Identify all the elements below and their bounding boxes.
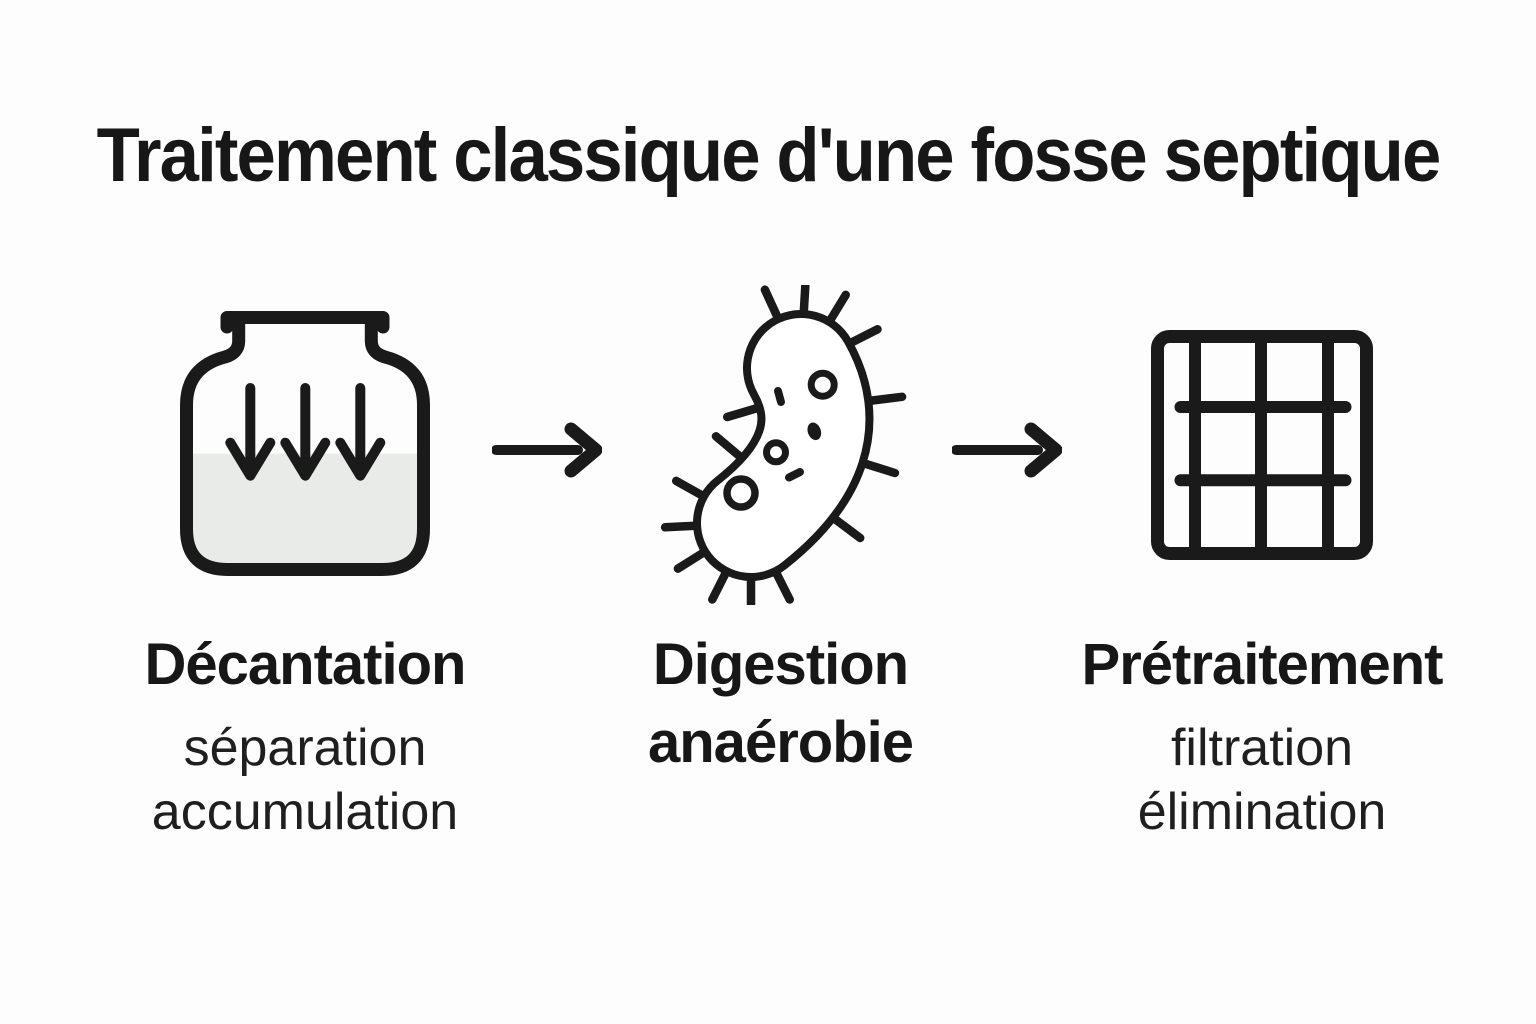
stage-digestion: Digestion anaérobie	[568, 285, 993, 794]
stage-decantation: Décantation séparation accumulation	[90, 285, 520, 844]
stage-sub-decantation: séparation accumulation	[152, 716, 458, 844]
stage-name-digestion: Digestion anaérobie	[648, 632, 914, 775]
right-arrow-icon	[952, 420, 1062, 480]
sub-line: filtration	[1170, 719, 1354, 777]
stage-name-pretraitement: Prétraitement	[1081, 632, 1444, 697]
sub-line: élimination	[1137, 783, 1387, 841]
sub-line: accumulation	[151, 783, 459, 841]
stage-pretraitement: Prétraitement filtration élimination	[1047, 285, 1477, 844]
settling-tank-icon	[90, 285, 520, 605]
sub-line: séparation	[183, 719, 427, 777]
right-arrow-icon	[492, 420, 602, 480]
anaerobic-bacteria-icon	[568, 285, 993, 605]
stage-sub-pretraitement: filtration élimination	[1138, 716, 1387, 844]
filter-grid-icon	[1047, 285, 1477, 605]
stage-name-decantation: Décantation	[144, 632, 467, 697]
page-title: Traitement classique d'une fosse septiqu…	[96, 113, 1442, 198]
